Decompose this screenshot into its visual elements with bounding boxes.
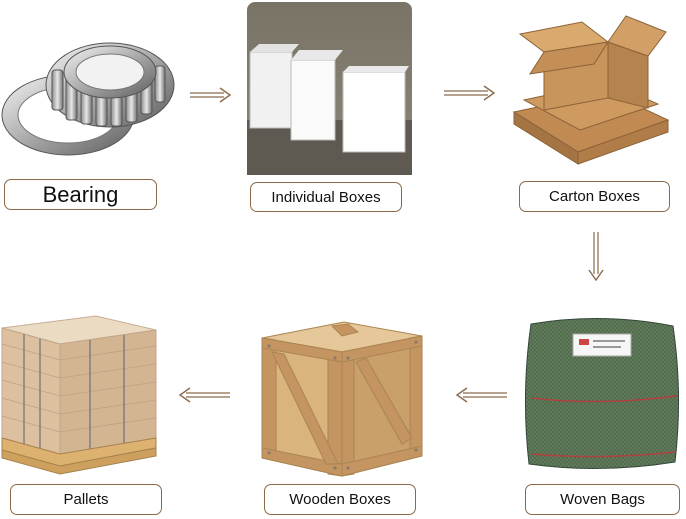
wooden-crate-icon [261,321,423,477]
wooden-boxes-image [258,318,428,478]
arrow-left-1 [455,387,507,403]
step-label-pallets: Pallets [10,484,162,515]
woven-bag-icon [524,318,680,470]
white-boxes-icon [247,2,412,175]
arrow-right-2 [444,85,496,101]
bearing-icon [1,42,175,156]
step-label-text: Bearing [42,181,119,207]
pallets-image [0,314,165,479]
step-label-text: Wooden Boxes [289,491,391,508]
step-label-text: Pallets [63,491,109,508]
woven-bags-image [521,314,683,474]
pallet-icon [0,314,165,479]
step-label-text: Individual Boxes [271,188,381,206]
bearing-image [0,20,180,170]
step-label-individual-boxes: Individual Boxes [250,182,402,212]
individual-boxes-image [247,2,412,175]
step-label-text: Woven Bags [560,491,645,508]
step-label-wooden-boxes: Wooden Boxes [264,484,416,515]
step-label-carton-boxes: Carton Boxes [519,181,670,212]
arrow-left-2 [178,387,230,403]
carton-boxes-image [508,12,673,172]
step-label-woven-bags: Woven Bags [525,484,680,515]
arrow-right-1 [190,87,232,103]
step-label-text: Carton Boxes [549,188,640,205]
arrow-down [588,232,604,282]
step-label-bearing: Bearing [4,179,157,210]
carton-box-icon [512,15,670,165]
